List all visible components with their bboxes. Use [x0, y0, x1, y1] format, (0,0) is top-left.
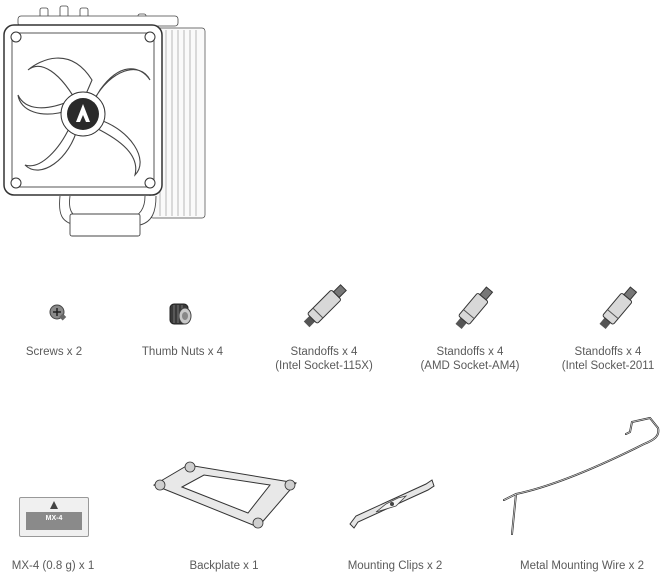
screw-icon: [49, 304, 67, 321]
part-label-backplate: Backplate x 1: [189, 560, 259, 572]
cpu-cooler-illustration: [3, 5, 206, 237]
part-label-standoffs-am4: Standoffs x 4 (AMD Socket-AM4): [420, 346, 520, 372]
part-label-mounting-clips: Mounting Clips x 2: [347, 560, 443, 572]
part-label-mounting-wire: Metal Mounting Wire x 2: [520, 560, 644, 572]
part-label-standoffs-2011: Standoffs x 4 (Intel Socket-2011: [561, 346, 655, 372]
standoff-icon: [599, 286, 638, 329]
standoff-icon: [455, 286, 494, 329]
part-label-thumb-nuts: Thumb Nuts x 4: [141, 346, 224, 358]
part-label-standoffs-115x: Standoffs x 4 (Intel Socket-115X): [275, 346, 373, 372]
part-label-screws: Screws x 2: [25, 346, 83, 358]
thermal-paste-icon: MX-4: [19, 497, 89, 537]
backplate-icon: [152, 461, 297, 529]
thumb-nut-icon: [169, 303, 192, 325]
mx4-pack-text: MX-4: [45, 515, 63, 522]
mounting-wire-icon: [503, 417, 660, 535]
standoff-icon: [303, 284, 347, 328]
part-label-mx4: MX-4 (0.8 g) x 1: [11, 560, 95, 572]
mounting-clip-icon: [349, 479, 435, 529]
